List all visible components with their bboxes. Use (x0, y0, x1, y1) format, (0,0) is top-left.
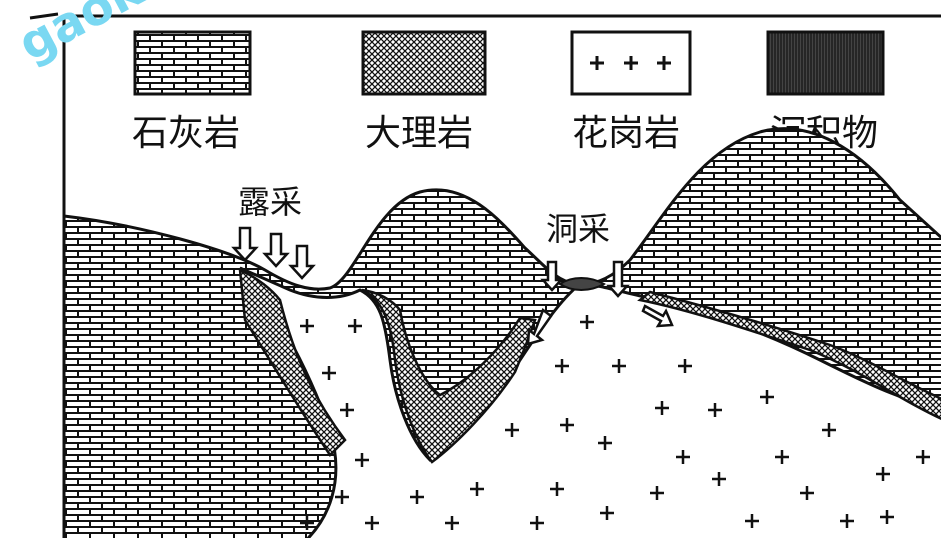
granite-swatch-plus (590, 56, 671, 70)
limestone-swatch (133, 30, 252, 96)
legend-label-marble: 大理岩 (365, 113, 473, 154)
legend: 石灰岩 大理岩 花岗岩 沉积物 (132, 30, 885, 154)
legend-item-marble: 大理岩 (361, 30, 487, 154)
mine-tunnel (558, 277, 607, 291)
marble-zone-center (361, 288, 537, 464)
open-pit-label: 露采 (238, 183, 302, 221)
sediment-swatch (766, 30, 885, 96)
marble-zone-right (637, 290, 941, 420)
legend-item-limestone: 石灰岩 (132, 30, 252, 154)
legend-item-granite: 花岗岩 (570, 30, 692, 154)
legend-label-granite: 花岗岩 (572, 113, 680, 154)
down-arrow-icon (262, 232, 290, 268)
down-arrow-icon (540, 260, 564, 292)
legend-label-limestone: 石灰岩 (132, 113, 240, 154)
down-arrow-icon (231, 226, 259, 262)
corner-arrow (29, 12, 59, 20)
down-arrow-icon (288, 244, 316, 280)
marble-zone-left (238, 267, 347, 457)
marble-swatch (361, 30, 487, 96)
open-pit-arrows (231, 226, 316, 280)
diagonal-arrow-icon (526, 307, 553, 346)
diagonal-arrow-icon (641, 304, 674, 328)
down-arrow-icon (606, 260, 630, 298)
watermark: gaok (9, 0, 152, 73)
underground-label: 洞采 (546, 210, 610, 248)
underground-arrows (526, 260, 674, 346)
granite-plus-marks (300, 315, 930, 530)
